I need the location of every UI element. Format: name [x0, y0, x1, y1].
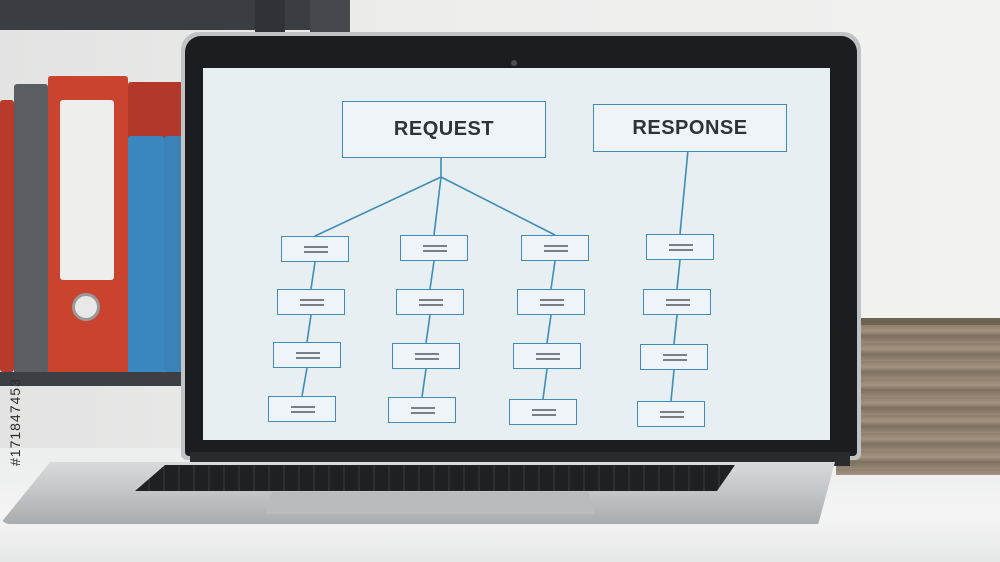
diagram-node: [396, 289, 464, 315]
diagram-node: [392, 343, 460, 369]
diagram-node: [521, 235, 589, 261]
connector-line: [314, 176, 442, 237]
diagram-node: [643, 289, 711, 315]
connector-line: [550, 260, 556, 290]
connector-line: [542, 368, 548, 400]
binder-red-left: [0, 100, 14, 372]
connector-line: [310, 261, 316, 290]
connector-line: [676, 259, 681, 290]
diagram-node: [513, 343, 581, 369]
diagram-node: [268, 396, 336, 422]
connector-line: [440, 176, 556, 236]
diagram-node: [388, 397, 456, 423]
shelf-board: [0, 372, 240, 386]
wooden-box: [836, 325, 1000, 475]
binder-blue: [128, 136, 164, 374]
request-box: REQUEST: [342, 101, 546, 158]
diagram-node: [646, 234, 714, 260]
binder-label: [60, 100, 114, 280]
diagram-node: [273, 342, 341, 368]
response-box: RESPONSE: [593, 104, 787, 152]
camera-icon: [511, 60, 517, 66]
connector-line: [301, 367, 308, 397]
laptop-trackpad[interactable]: [265, 492, 595, 514]
response-label: RESPONSE: [632, 116, 748, 139]
connector-line: [306, 314, 312, 343]
diagram-node: [509, 399, 577, 425]
shelf-frame: [0, 0, 350, 30]
laptop-keyboard: [135, 465, 735, 491]
diagram-node: [637, 401, 705, 427]
diagram-node: [281, 236, 349, 262]
binder-gray: [14, 84, 48, 374]
connector-line: [425, 314, 431, 344]
connector-line: [673, 314, 678, 345]
connector-line: [546, 314, 552, 344]
connector-line: [421, 368, 427, 398]
watermark-id: #171847453: [7, 378, 23, 466]
diagram-node: [640, 344, 708, 370]
diagram-node: [277, 289, 345, 315]
connector-line: [670, 369, 675, 402]
request-label: REQUEST: [393, 118, 495, 140]
diagram-node: [517, 289, 585, 315]
connector-line: [429, 260, 435, 290]
connector-line: [433, 176, 442, 236]
diagram-node: [400, 235, 468, 261]
binder-ring-hole: [72, 293, 100, 321]
connector-line: [679, 149, 689, 235]
